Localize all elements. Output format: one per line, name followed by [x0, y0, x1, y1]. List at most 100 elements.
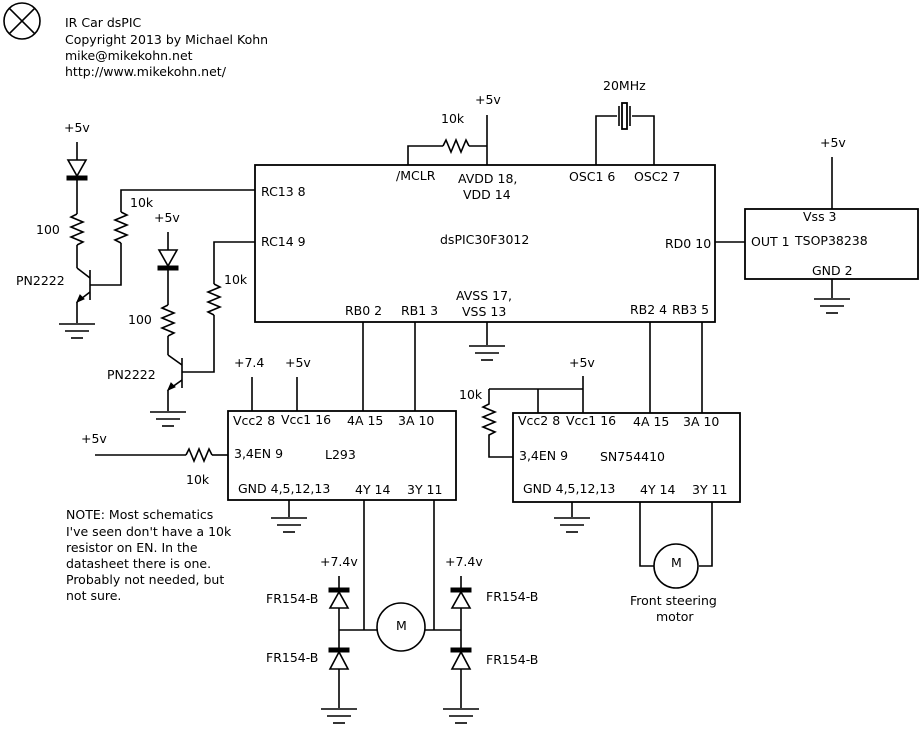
l293-pin-en: 3,4EN 9: [234, 446, 283, 461]
mcu-pin-rc14: RC14 9: [261, 234, 306, 249]
led2-resistor-100-label: 100: [128, 312, 152, 327]
crystal-label: 20MHz: [603, 78, 646, 93]
note-line-5: Probably not needed, but: [66, 572, 224, 587]
led2-vcc-label: +5v: [154, 210, 180, 225]
mcu-pin-avdd: AVDD 18,: [458, 171, 517, 186]
mcu-name: dsPIC30F3012: [440, 232, 529, 247]
copyright: Copyright 2013 by Michael Kohn: [65, 32, 268, 47]
l293-ground-icon: [271, 517, 307, 533]
led2-diode-icon: [157, 249, 179, 271]
mclr-resistor-label: 10k: [441, 111, 465, 126]
ir-pin-out: OUT 1: [751, 234, 790, 249]
sn-pin-vcc2: Vcc2 8: [518, 413, 560, 428]
diode-top-right-icon: [450, 587, 472, 609]
drive-motor-symbol: M: [396, 618, 407, 633]
l293-name: L293: [325, 447, 356, 462]
mcu-pin-rb1: RB1 3: [401, 303, 438, 318]
sn-en-resistor-label: 10k: [459, 387, 483, 402]
ir-pin-gnd: GND 2: [812, 263, 853, 278]
drive-ground-right-icon: [443, 708, 479, 724]
author-website: http://www.mikekohn.net/: [65, 64, 227, 79]
diode-bottom-right-icon: [450, 647, 472, 670]
ir-name: TSOP38238: [794, 233, 868, 248]
ir-receiver: TSOP38238 Vss 3 OUT 1 GND 2: [744, 208, 919, 280]
note-line-3: resistor on EN. In the: [66, 540, 198, 555]
sn-pin-4a: 4A 15: [633, 414, 669, 429]
l293-pin-4y: 4Y 14: [355, 482, 391, 497]
note-line-1: NOTE: Most schematics: [66, 507, 213, 522]
note-line-6: not sure.: [66, 588, 121, 603]
l293-vcc1-label: +5v: [285, 355, 311, 370]
ir-ground-icon: [814, 298, 850, 314]
led1-resistor-100: [68, 213, 86, 246]
title: IR Car dsPIC: [65, 15, 142, 30]
l293-pin-3a: 3A 10: [398, 413, 434, 428]
sn-pin-en: 3,4EN 9: [519, 448, 568, 463]
drive-motor-icon: [376, 602, 426, 652]
sn-pin-gnd: GND 4,5,12,13: [523, 481, 615, 496]
author-email: mike@mikekohn.net: [65, 48, 193, 63]
l293-pin-4a: 4A 15: [347, 413, 383, 428]
led1-vcc-label: +5v: [64, 120, 90, 135]
l293-pin-vcc2: Vcc2 8: [233, 413, 275, 428]
led1-resistor-10k-label: 10k: [130, 195, 154, 210]
led1-diode-icon: [66, 159, 88, 181]
mcu-pin-rb0: RB0 2: [345, 303, 382, 318]
led1-ground-icon: [59, 323, 95, 339]
ir-vcc-label: +5v: [820, 135, 846, 150]
led2-resistor-100: [159, 304, 177, 337]
mcu-pin-osc1: OSC1 6: [569, 169, 615, 184]
sn754410-chip: SN754410 Vcc2 8 Vcc1 16 4A 15 3A 10 3,4E…: [512, 412, 741, 503]
sn-ground-icon: [554, 517, 590, 533]
diode-top-left-icon: [328, 587, 350, 609]
l293-en-resistor-label: 10k: [186, 472, 210, 487]
sn-en-resistor: [480, 389, 513, 458]
steering-motor-symbol: M: [671, 555, 682, 570]
mcu-ground-icon: [469, 345, 505, 361]
led2-transistor-label: PN2222: [107, 367, 156, 382]
diode-bottom-left-label: FR154-B: [266, 650, 318, 665]
diode-top-left-label: FR154-B: [266, 591, 318, 606]
l293-pin-3y: 3Y 11: [407, 482, 442, 497]
mcu-pin-rd0: RD0 10: [665, 236, 711, 251]
drive-vcc-left-label: +7.4v: [320, 554, 358, 569]
sn-pin-3y: 3Y 11: [692, 482, 727, 497]
led1-transistor: [76, 267, 91, 303]
steering-label-1: Front steering: [630, 593, 717, 608]
l293-vcc2-label: +7.4: [234, 355, 264, 370]
l293-chip: L293 Vcc2 8 Vcc1 16 4A 15 3A 10 3,4EN 9 …: [227, 410, 457, 501]
steering-motor-icon: [653, 543, 699, 589]
mcu-chip: dsPIC30F3012 RC13 8 RC14 9 /MCLR AVDD 18…: [254, 164, 716, 323]
crystal: [621, 102, 628, 130]
sn-pin-3a: 3A 10: [683, 414, 719, 429]
l293-en-vcc-label: +5v: [81, 431, 107, 446]
steering-label-2: motor: [656, 609, 694, 624]
mcu-pin-rb2: RB2 4: [630, 302, 667, 317]
sn-name: SN754410: [600, 449, 665, 464]
mcu-pin-avss: AVSS 17,: [456, 288, 512, 303]
led2-resistor-10k-label: 10k: [224, 272, 248, 287]
led1-transistor-label: PN2222: [16, 273, 65, 288]
l293-en-resistor: [185, 446, 213, 464]
drive-ground-left-icon: [321, 708, 357, 724]
led1-resistor-100-label: 100: [36, 222, 60, 237]
mcu-pin-vdd: VDD 14: [463, 187, 511, 202]
note-line-4: datasheet there is one.: [66, 556, 211, 571]
diode-bottom-left-icon: [328, 647, 350, 670]
mcu-pin-mclr: /MCLR: [396, 168, 436, 183]
drive-vcc-right-label: +7.4v: [445, 554, 483, 569]
ir-pin-vss: Vss 3: [803, 209, 837, 224]
mclr-resistor: [442, 137, 470, 155]
mcu-pin-vss: VSS 13: [462, 304, 506, 319]
note-line-2: I've seen don't have a 10k: [66, 524, 232, 539]
note: NOTE: Most schematics I've seen don't ha…: [66, 507, 232, 603]
mcu-pin-osc2: OSC2 7: [634, 169, 680, 184]
diode-top-right-label: FR154-B: [486, 589, 538, 604]
mcu-pin-rc13: RC13 8: [261, 184, 306, 199]
led2-ground-icon: [150, 411, 186, 427]
mcu-vcc-label: +5v: [475, 92, 501, 107]
l293-pin-vcc1: Vcc1 16: [281, 412, 331, 427]
sn-pin-4y: 4Y 14: [640, 482, 676, 497]
led2-transistor: [167, 354, 183, 391]
